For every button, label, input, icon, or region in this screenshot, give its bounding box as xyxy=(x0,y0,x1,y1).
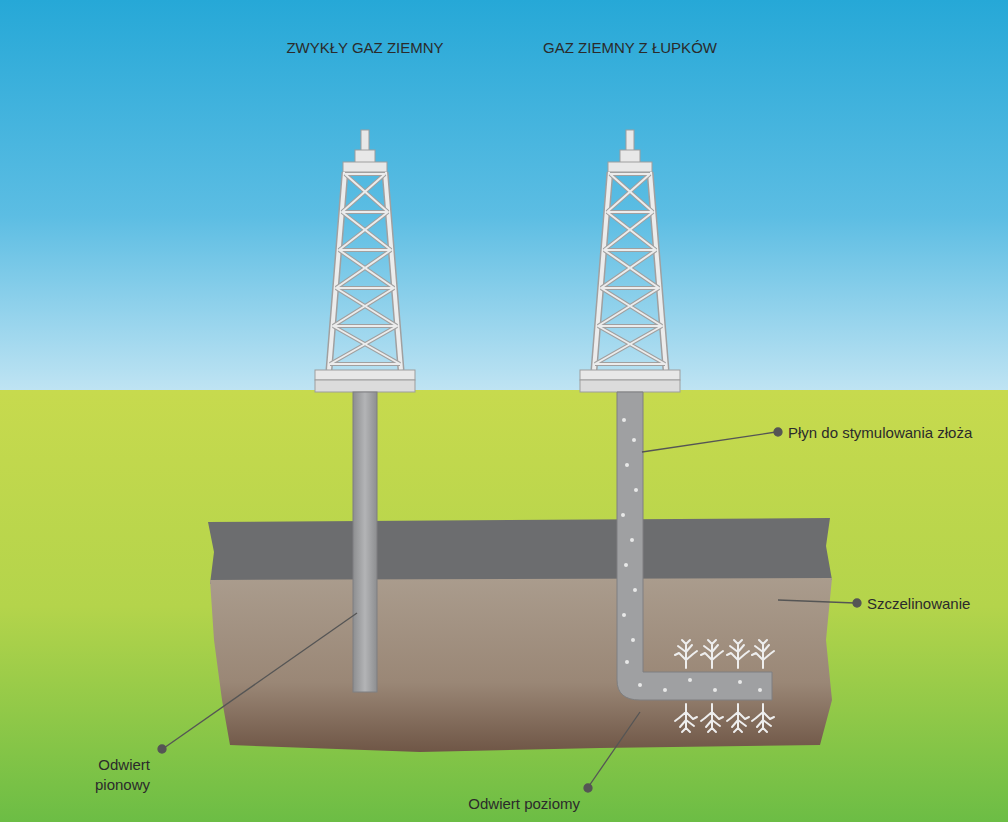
callout-label: Płyn do stymulowania złoża xyxy=(788,423,972,443)
callout-label: Szczelinowanie xyxy=(867,594,970,614)
rig-title: ZWYKŁY GAZ ZIEMNY xyxy=(286,38,443,58)
rig-title: GAZ ZIEMNY Z ŁUPKÓW xyxy=(543,38,717,58)
callout-label: Odwiert poziomy xyxy=(468,794,580,814)
callout-label: Odwiert pionowy xyxy=(74,755,150,796)
